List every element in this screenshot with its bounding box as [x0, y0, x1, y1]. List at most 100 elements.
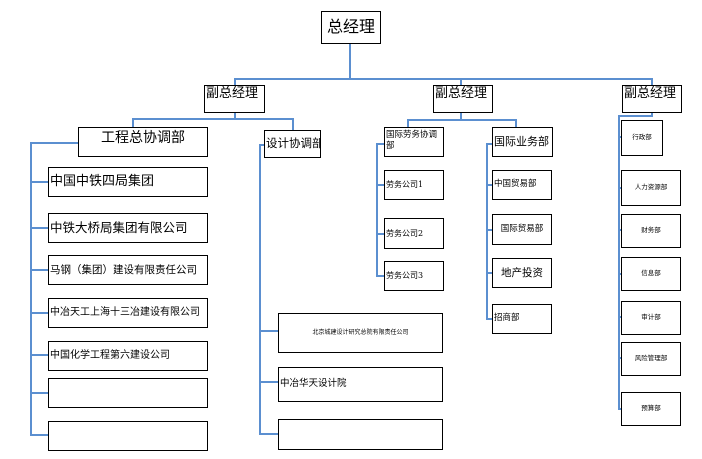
- engineering-member-label-2: 中铁大桥局集团有限公司: [50, 219, 188, 235]
- business-member-label-3: 地产投资: [501, 266, 543, 279]
- labor-dept-label: 国际劳务协调部: [386, 130, 438, 152]
- business-member-label-2: 国际贸易部: [500, 223, 544, 234]
- connector-business-spine: [486, 143, 488, 319]
- labor-member-2: 劳务公司2: [384, 218, 444, 249]
- connector-deputy1-up: [234, 78, 236, 88]
- admin-member-label-3: 财务部: [641, 226, 661, 235]
- connector-eng-spine: [30, 142, 32, 436]
- deputy-node-3: 副总经理: [622, 85, 682, 113]
- connector-admin-2: [618, 187, 622, 189]
- connector-eng-5: [30, 354, 50, 356]
- design-member-1: 北京城建设计研究总院有限责任公司: [278, 313, 443, 353]
- admin-member-label-4: 信息部: [641, 269, 661, 278]
- connector-labor-up: [407, 119, 409, 127]
- business-dept-node: 国际业务部: [492, 127, 553, 157]
- labor-member-label-3: 劳务公司3: [386, 271, 424, 281]
- connector-design-spine: [259, 144, 261, 435]
- ceo-node: 总经理: [321, 11, 381, 44]
- admin-member-label-1: 行政部: [632, 133, 652, 142]
- business-member-label-1: 中国贸易部: [494, 179, 537, 190]
- admin-member-6: 风险管理部: [621, 342, 681, 376]
- connector-eng-3: [30, 269, 50, 271]
- connector-eng-6: [30, 392, 50, 394]
- business-member-3: 地产投资: [492, 258, 552, 288]
- connector-design-2: [259, 381, 279, 383]
- connector-deputy1-down: [234, 112, 236, 119]
- connector-eng-2: [30, 227, 50, 229]
- engineering-member-label-5: 中国化学工程第六建设公司: [50, 350, 170, 362]
- engineering-member-3: 马钢（集团）建设有限责任公司: [48, 255, 208, 285]
- connector-deputy2-up: [460, 78, 462, 88]
- deputy-label-2: 副总经理: [435, 86, 488, 101]
- admin-member-label-6: 风险管理部: [634, 354, 668, 363]
- engineering-member-label-1: 中国中铁四局集团: [50, 173, 155, 189]
- design-member-3: [278, 419, 443, 450]
- connector-business-4: [486, 318, 494, 320]
- admin-member-2: 人力资源部: [621, 170, 681, 206]
- admin-member-3: 财务部: [621, 214, 681, 248]
- deputy-label-3: 副总经理: [624, 86, 677, 101]
- connector-design-1: [259, 330, 279, 332]
- connector-ceo-down: [349, 43, 351, 79]
- connector-deputies-bus: [234, 78, 653, 80]
- connector-deputy1-bus: [132, 118, 294, 120]
- connector-business-2: [486, 229, 494, 231]
- engineering-member-6: [48, 378, 208, 408]
- connector-business-up: [515, 119, 517, 127]
- engineering-member-label-4: 中冶天工上海十三冶建设有限公司: [50, 307, 200, 319]
- connector-labor-3: [376, 275, 386, 277]
- engineering-member-1: 中国中铁四局集团: [48, 167, 208, 197]
- admin-member-label-5: 审计部: [641, 313, 661, 322]
- engineering-member-4: 中冶天工上海十三冶建设有限公司: [48, 298, 208, 328]
- connector-business-1: [486, 184, 494, 186]
- engineering-member-label-3: 马钢（集团）建设有限责任公司: [50, 263, 197, 276]
- connector-admin-6: [618, 357, 622, 359]
- connector-labor-2: [376, 233, 386, 235]
- design-member-label-2: 中冶华天设计院: [280, 378, 347, 390]
- connector-eng-spine-h: [30, 142, 80, 144]
- design-dept-label: 设计协调部: [266, 136, 321, 151]
- connector-business-spine-h: [486, 143, 494, 145]
- connector-admin-spine: [618, 115, 620, 410]
- engineering-dept-node: 工程总协调部: [78, 127, 208, 157]
- connector-admin-4: [618, 273, 622, 275]
- business-member-2: 国际贸易部: [492, 214, 552, 245]
- connector-labor-spine-h: [376, 143, 386, 145]
- connector-eng-4: [30, 312, 50, 314]
- design-dept-node: 设计协调部: [264, 130, 321, 158]
- ceo-label: 总经理: [326, 17, 375, 37]
- connector-deputy2-bus: [407, 119, 517, 121]
- connector-eng-1: [30, 181, 50, 183]
- labor-member-label-1: 劳务公司1: [386, 180, 424, 190]
- engineering-member-5: 中国化学工程第六建设公司: [48, 341, 208, 371]
- engineering-dept-label: 工程总协调部: [101, 130, 185, 146]
- connector-deputy2-down: [460, 112, 462, 120]
- labor-member-3: 劳务公司3: [384, 261, 444, 291]
- connector-labor-1: [376, 184, 386, 186]
- connector-deputy3-down: [651, 112, 653, 116]
- engineering-member-2: 中铁大桥局集团有限公司: [48, 213, 208, 243]
- business-member-4: 招商部: [492, 304, 552, 334]
- connector-admin-top: [618, 115, 653, 117]
- connector-design-3: [259, 433, 279, 435]
- design-member-label-1: 北京城建设计研究总院有限责任公司: [312, 328, 409, 336]
- connector-eng-7: [30, 434, 50, 436]
- connector-admin-3: [618, 229, 622, 231]
- connector-design-spine-h: [259, 144, 265, 146]
- admin-member-label-2: 人力资源部: [634, 183, 668, 192]
- connector-deputy3-up: [651, 78, 653, 88]
- connector-business-3: [486, 272, 494, 274]
- connector-admin-1: [618, 136, 622, 138]
- admin-member-7: 预算部: [621, 392, 681, 426]
- business-member-label-4: 招商部: [494, 313, 520, 324]
- design-member-2: 中冶华天设计院: [278, 367, 443, 402]
- engineering-member-7: [48, 421, 208, 451]
- admin-member-4: 信息部: [621, 257, 681, 291]
- labor-member-1: 劳务公司1: [384, 170, 444, 200]
- admin-member-1: 行政部: [621, 120, 663, 156]
- admin-member-5: 审计部: [621, 301, 681, 335]
- admin-member-label-7: 预算部: [641, 404, 661, 413]
- business-member-1: 中国贸易部: [492, 170, 552, 200]
- connector-labor-spine: [376, 143, 378, 276]
